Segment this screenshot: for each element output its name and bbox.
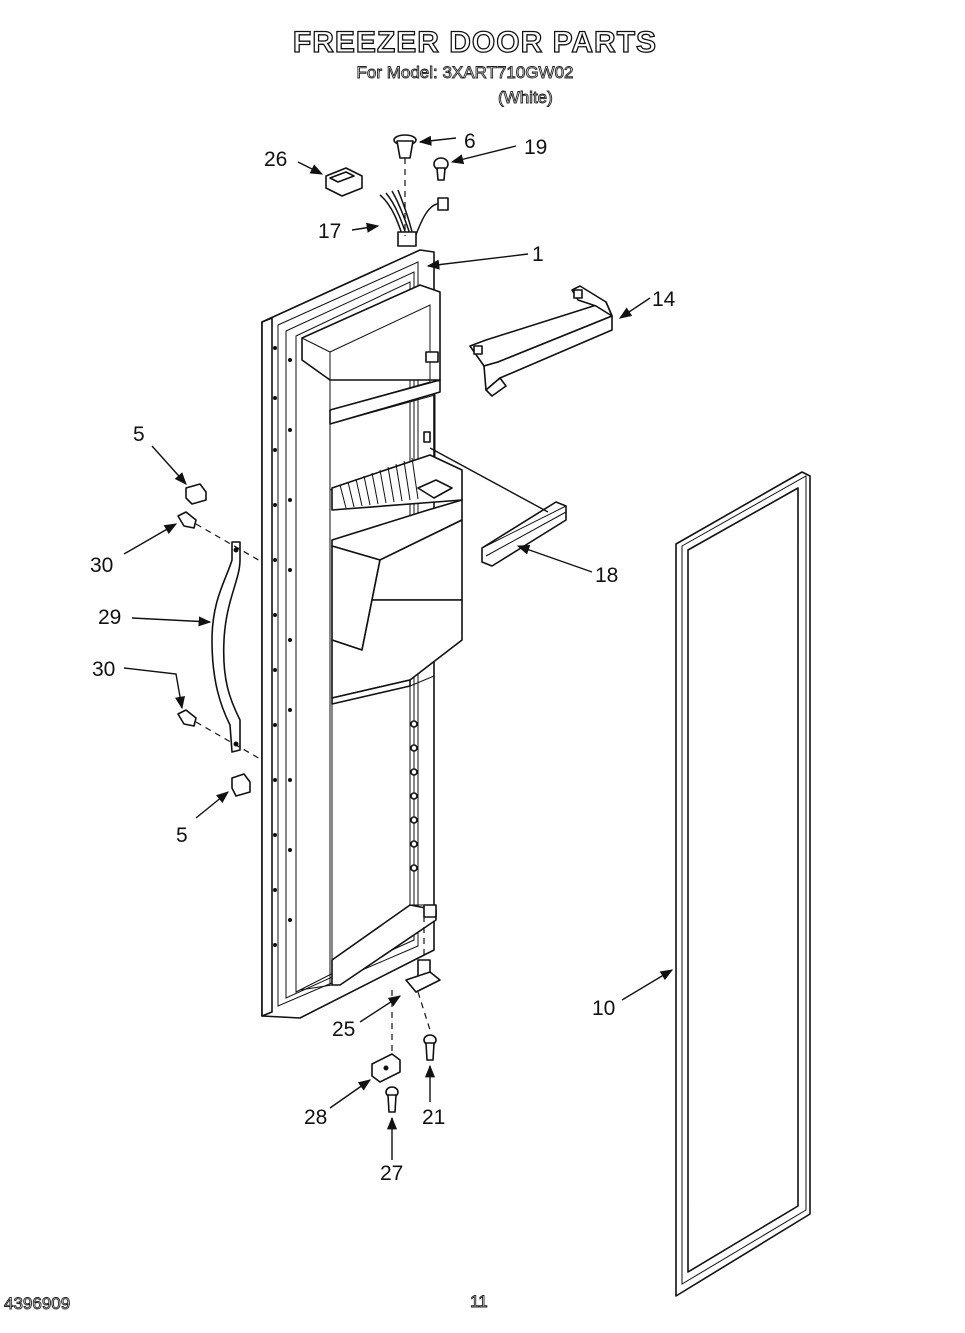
callout-5-bottom: 5	[176, 824, 188, 847]
page-number: 11	[470, 1292, 489, 1312]
callout-19: 19	[524, 136, 547, 159]
dispenser-housing	[331, 499, 463, 705]
screw-part-27	[385, 1086, 399, 1113]
dispenser-grille	[331, 454, 463, 511]
callout-1: 1	[532, 243, 544, 266]
trim-strip-part-18	[481, 501, 567, 567]
door-screw-holes	[273, 346, 292, 947]
callout-14: 14	[652, 288, 676, 311]
end-cap-part-5-bottom	[231, 773, 251, 797]
callout-6: 6	[464, 130, 476, 153]
callout-21: 21	[422, 1106, 445, 1129]
handle-part-29	[211, 541, 241, 753]
screw-part-30-bottom	[177, 709, 197, 727]
light-socket-part-6	[393, 134, 417, 159]
hinge-pin-part-25	[405, 959, 441, 993]
color-variant: (White)	[498, 88, 554, 108]
callout-30-top: 30	[90, 554, 113, 577]
connector-part-26	[325, 167, 363, 197]
callout-leaders	[123, 135, 674, 1160]
callout-17: 17	[318, 220, 341, 243]
screw-part-30-top	[177, 511, 197, 529]
callout-28: 28	[304, 1106, 327, 1129]
model-line: For Model: 3XART710GW02	[356, 63, 574, 83]
door-gasket-part-10	[675, 471, 811, 1297]
door-shelf-part-14	[469, 285, 613, 397]
callout-25: 25	[332, 1018, 355, 1041]
page-title: FREEZER DOOR PARTS	[292, 25, 658, 59]
freezer-door-panel	[261, 249, 463, 1019]
wire-harness	[379, 189, 449, 247]
document-number: 4396909	[4, 1294, 71, 1314]
callout-27: 27	[380, 1162, 403, 1185]
screw-part-21	[423, 1034, 437, 1061]
shelf-pegs	[410, 720, 418, 872]
callout-30-bottom: 30	[92, 658, 115, 681]
callout-5-top: 5	[133, 423, 145, 446]
hinge-bracket-part-28	[371, 1053, 401, 1083]
callout-10: 10	[592, 997, 615, 1020]
screw-part-19	[433, 157, 449, 181]
callout-29: 29	[98, 606, 121, 629]
callout-18: 18	[595, 564, 618, 587]
callout-26: 26	[264, 148, 287, 171]
end-cap-part-5-top	[185, 483, 207, 505]
